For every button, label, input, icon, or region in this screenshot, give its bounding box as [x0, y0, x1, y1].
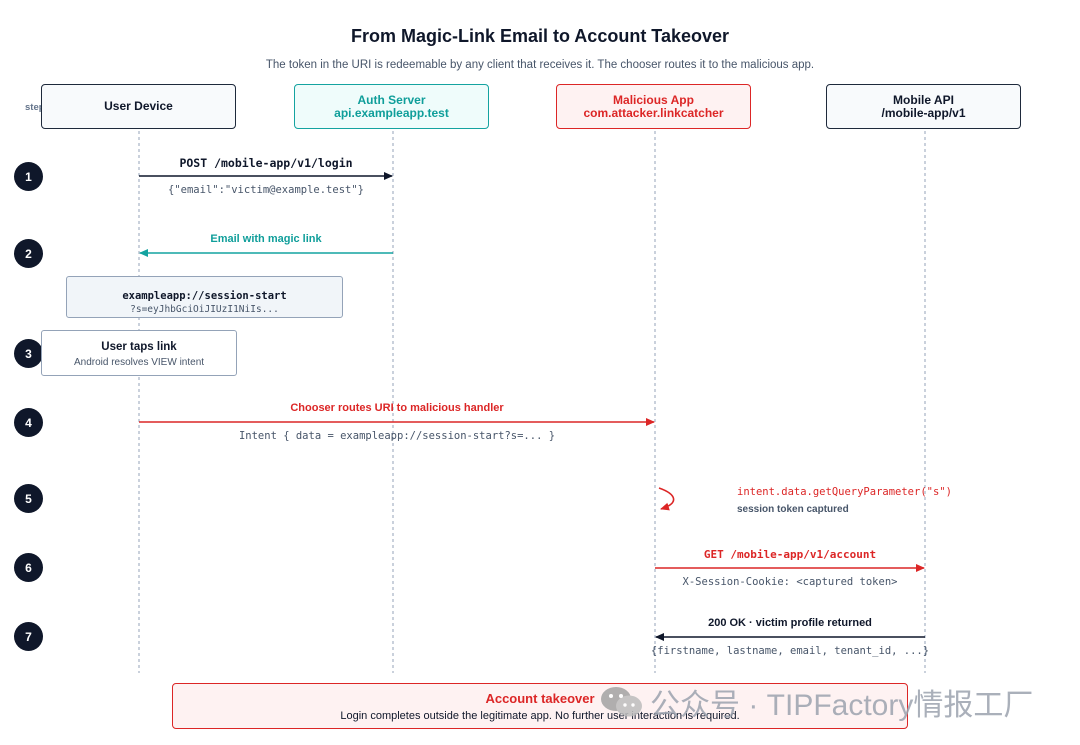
message-6-header: X-Session-Cookie: <captured token> — [682, 576, 898, 588]
lane-malicious-app: Malicious App com.attacker.linkcatcher — [556, 84, 751, 129]
step-badge-7: 7 — [14, 622, 43, 651]
step-badge-6: 6 — [14, 553, 43, 582]
user-taps-link-sub: Android resolves VIEW intent — [73, 357, 205, 368]
user-taps-link-box: User taps link Android resolves VIEW int… — [41, 330, 237, 376]
message-4-label: Chooser routes URI to malicious handler — [290, 402, 504, 414]
message-7-body: {firstname, lastname, email, tenant_id, … — [650, 645, 930, 657]
arrow-step-5-self — [658, 487, 675, 511]
step-badge-4: 4 — [14, 408, 43, 437]
message-6-label: GET /mobile-app/v1/account — [703, 548, 877, 561]
lane-auth-server: Auth Server api.exampleapp.test — [294, 84, 489, 129]
lane-user-title: User Device — [104, 99, 173, 113]
user-taps-link-title: User taps link — [101, 341, 177, 353]
step-badge-1: 1 — [14, 162, 43, 191]
lane-auth-title: Auth Server — [357, 92, 426, 107]
account-takeover-box: Account takeover Login completes outside… — [172, 683, 908, 729]
diagram-subtitle: The token in the URI is redeemable by an… — [265, 59, 815, 71]
lane-malicious-title: Malicious App — [613, 92, 694, 107]
watermark-text: 公众号 · TIPFactory情报工厂 — [650, 689, 1034, 722]
message-4-intent: Intent { data = exampleapp://session-sta… — [238, 430, 556, 442]
message-1-label: POST /mobile-app/v1/login — [179, 156, 353, 170]
lane-malicious-package: com.attacker.linkcatcher — [583, 105, 724, 120]
message-5-sub: session token captured — [737, 504, 849, 515]
account-takeover-title: Account takeover — [485, 691, 595, 706]
lane-api-path: /mobile-app/v1 — [881, 105, 966, 120]
magic-link-uri-box: exampleapp://session-start ?s=eyJhbGciOi… — [66, 276, 343, 318]
account-takeover-sub: Login completes outside the legitimate a… — [340, 710, 740, 722]
watermark: 公众号 · TIPFactory情报工厂 — [600, 682, 1033, 722]
step-column-label: step — [25, 102, 45, 113]
step-badge-2: 2 — [14, 239, 43, 268]
lane-user-device: User Device — [41, 84, 236, 129]
message-1-payload: {"email":"victim@example.test"} — [168, 184, 364, 196]
magic-link-scheme: exampleapp://session-start — [122, 290, 287, 302]
message-2-label: Email with magic link — [210, 233, 322, 245]
diagram-title: From Magic-Link Email to Account Takeove… — [350, 26, 730, 46]
lane-api-title: Mobile API — [893, 92, 954, 107]
lane-mobile-api: Mobile API /mobile-app/v1 — [826, 84, 1021, 129]
message-7-label: 200 OK · victim profile returned — [708, 617, 872, 629]
message-5-label: intent.data.getQueryParameter("s") — [737, 486, 952, 498]
step-badge-3: 3 — [14, 339, 43, 368]
step-badge-5: 5 — [14, 484, 43, 513]
lane-auth-host: api.exampleapp.test — [334, 105, 449, 120]
magic-link-token: ?s=eyJhbGciOiJIUzI1NiIs... — [130, 304, 279, 315]
wechat-icon — [601, 687, 642, 717]
